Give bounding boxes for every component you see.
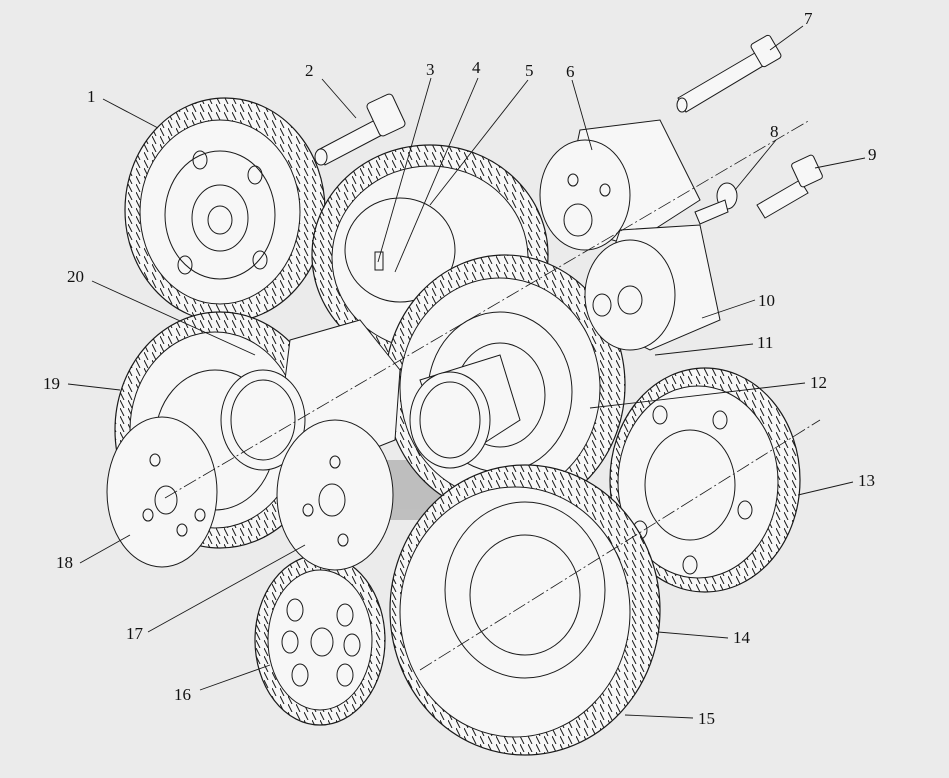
callout-2: 2 (305, 61, 314, 80)
leader-9 (814, 157, 866, 169)
leader-2 (321, 78, 357, 119)
callout-1: 1 (87, 87, 96, 106)
callout-10: 10 (758, 291, 775, 310)
callout-7: 7 (804, 9, 813, 28)
flange-17 (276, 419, 394, 571)
callout-20: 20 (67, 267, 84, 286)
callout-14: 14 (733, 628, 750, 647)
callout-16: 16 (174, 685, 191, 704)
leader-3 (377, 77, 432, 263)
leader-13 (797, 481, 854, 496)
callout-4: 4 (472, 58, 481, 77)
callout-9: 9 (868, 145, 877, 164)
leader-6 (571, 79, 593, 151)
bolt-2 (314, 93, 406, 166)
hub-6 (539, 119, 701, 251)
leader-19 (67, 383, 121, 391)
bushing-12 (409, 354, 521, 469)
leader-5 (429, 79, 529, 206)
leader-20 (91, 280, 256, 356)
flange-18 (106, 416, 218, 568)
washer-8 (694, 182, 738, 225)
leader-15 (624, 714, 694, 719)
leader-14 (657, 631, 729, 639)
callout-11: 11 (757, 333, 774, 352)
leader-lines (67, 25, 866, 719)
gear-15 (389, 464, 661, 756)
hub-10 (584, 224, 721, 351)
leader-16 (199, 664, 271, 691)
leader-12 (589, 382, 806, 409)
leader-10 (701, 299, 756, 319)
callout-18: 18 (56, 553, 73, 572)
callout-8: 8 (770, 122, 779, 141)
leader-17 (147, 544, 306, 633)
callout-12: 12 (810, 373, 827, 392)
leader-4 (394, 77, 479, 273)
leader-11 (654, 343, 754, 356)
gear-13 (609, 367, 801, 593)
callout-6: 6 (566, 62, 575, 81)
bolt-7 (676, 34, 782, 113)
callout-15: 15 (698, 709, 715, 728)
callout-5: 5 (525, 61, 534, 80)
leader-8 (734, 139, 777, 191)
callout-3: 3 (426, 60, 435, 79)
gear-16 (254, 554, 386, 726)
lower-axis-line (419, 419, 821, 671)
callout-17: 17 (126, 624, 143, 643)
callout-19: 19 (43, 374, 60, 393)
callout-13: 13 (858, 471, 875, 490)
bolt-9 (756, 154, 823, 219)
gear-1 (124, 97, 326, 323)
leader-7 (769, 25, 804, 51)
leader-1 (102, 98, 159, 129)
center-axis-line (164, 119, 811, 499)
leader-18 (79, 534, 131, 564)
